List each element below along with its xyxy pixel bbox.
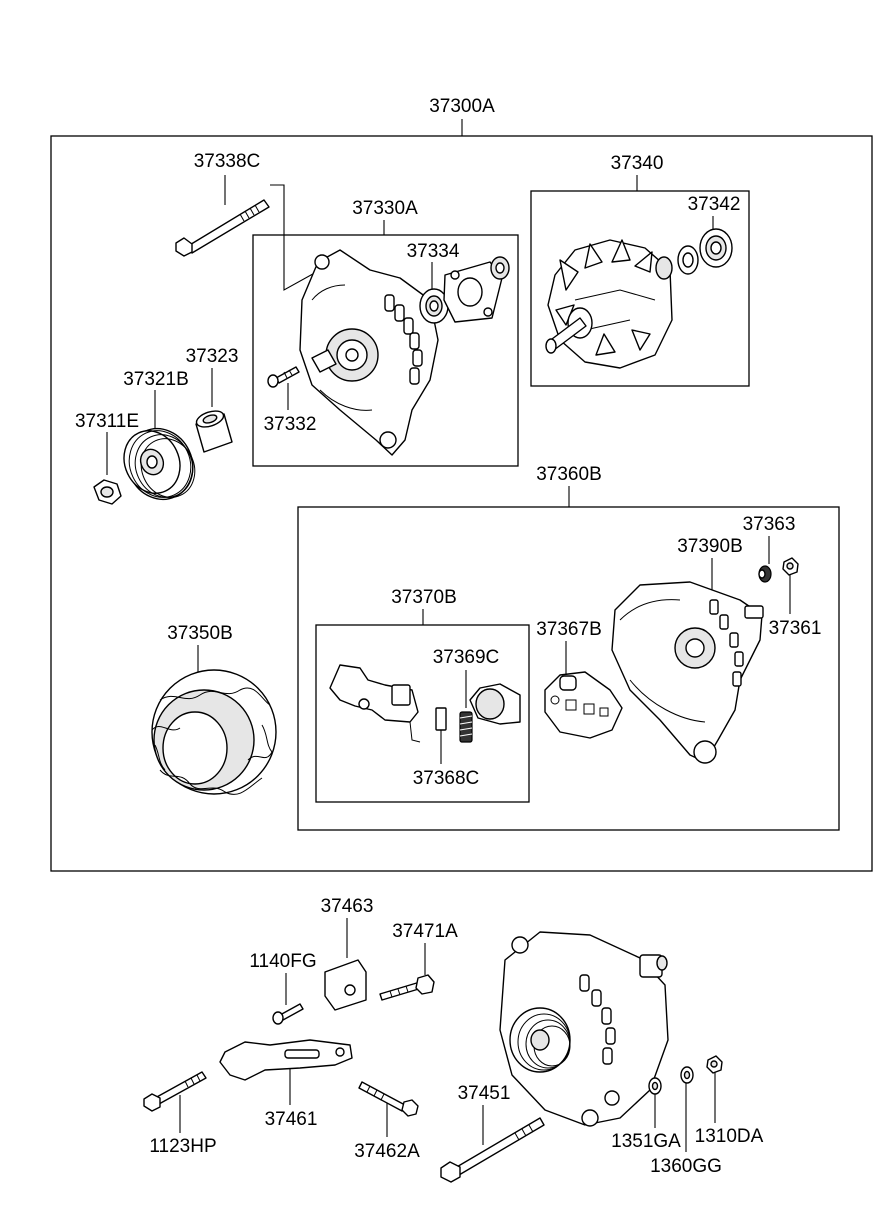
washer-1351ga-part	[648, 1077, 662, 1095]
label-37340: 37340	[611, 153, 664, 174]
washer-1360gg-part	[680, 1066, 694, 1084]
label-37330A: 37330A	[352, 198, 418, 219]
label-37368C: 37368C	[413, 768, 480, 789]
through-bolt-part	[175, 199, 270, 257]
brush-spring-part	[459, 711, 473, 743]
label-1351GA: 1351GA	[611, 1131, 681, 1152]
rotor-part	[545, 239, 673, 369]
label-37338C: 37338C	[194, 151, 261, 172]
part-labels: 37300A 37338C 37330A 37334 37340 37342 3…	[75, 96, 821, 1177]
label-37363: 37363	[743, 514, 796, 535]
box-front-bracket	[252, 234, 519, 467]
bolt-37471a-part	[379, 974, 435, 1001]
label-37461: 37461	[265, 1109, 318, 1130]
label-37332: 37332	[264, 414, 317, 435]
bolt-1123hp-part	[143, 1071, 207, 1112]
label-37463: 37463	[321, 896, 374, 917]
label-1310DA: 1310DA	[695, 1126, 764, 1147]
label-37321B: 37321B	[123, 369, 189, 390]
brush-holder-part	[329, 664, 521, 743]
label-37451: 37451	[458, 1083, 511, 1104]
terminal-nut-part	[782, 557, 799, 576]
front-bracket-part	[299, 249, 439, 456]
label-37311E: 37311E	[75, 411, 139, 432]
terminal-insulator-part	[758, 565, 772, 583]
pulley-part	[123, 427, 196, 501]
label-37390B: 37390B	[677, 536, 743, 557]
label-37342: 37342	[688, 194, 741, 215]
label-37471A: 37471A	[392, 921, 458, 942]
label-37462A: 37462A	[354, 1141, 420, 1162]
cover-part	[324, 959, 367, 1011]
rear-bracket-part	[611, 581, 764, 764]
nut-1310da-part	[706, 1055, 723, 1074]
brush-part	[435, 707, 447, 731]
label-37300A: 37300A	[429, 96, 495, 117]
label-37370B: 37370B	[391, 587, 457, 608]
label-37323: 37323	[186, 346, 239, 367]
label-37334: 37334	[407, 241, 460, 262]
rear-bearing-part	[677, 228, 733, 275]
label-1140FG: 1140FG	[249, 951, 316, 972]
bolt-37451-part	[440, 1117, 545, 1183]
box-rear-bracket	[297, 506, 840, 831]
leader-lines	[106, 119, 791, 1152]
rectifier-part	[544, 671, 623, 739]
spacer-part	[195, 410, 233, 453]
label-1360GG: 1360GG	[650, 1156, 722, 1177]
mounting-bracket-part	[219, 1039, 353, 1081]
small-screw-part	[267, 366, 300, 388]
label-37360B: 37360B	[536, 464, 602, 485]
label-37361: 37361	[769, 618, 822, 639]
box-rotor	[530, 190, 750, 387]
label-37350B: 37350B	[167, 623, 233, 644]
bolt-37462a-part	[358, 1081, 419, 1117]
stator-part	[151, 669, 277, 795]
retainer-plate-part	[443, 256, 510, 323]
assembled-alternator-part	[499, 931, 669, 1127]
label-37369C: 37369C	[433, 647, 500, 668]
label-1123HP: 1123HP	[149, 1136, 216, 1157]
label-37367B: 37367B	[536, 619, 602, 640]
bolt-1140fg-part	[272, 1003, 304, 1025]
pulley-nut-part	[93, 479, 122, 505]
